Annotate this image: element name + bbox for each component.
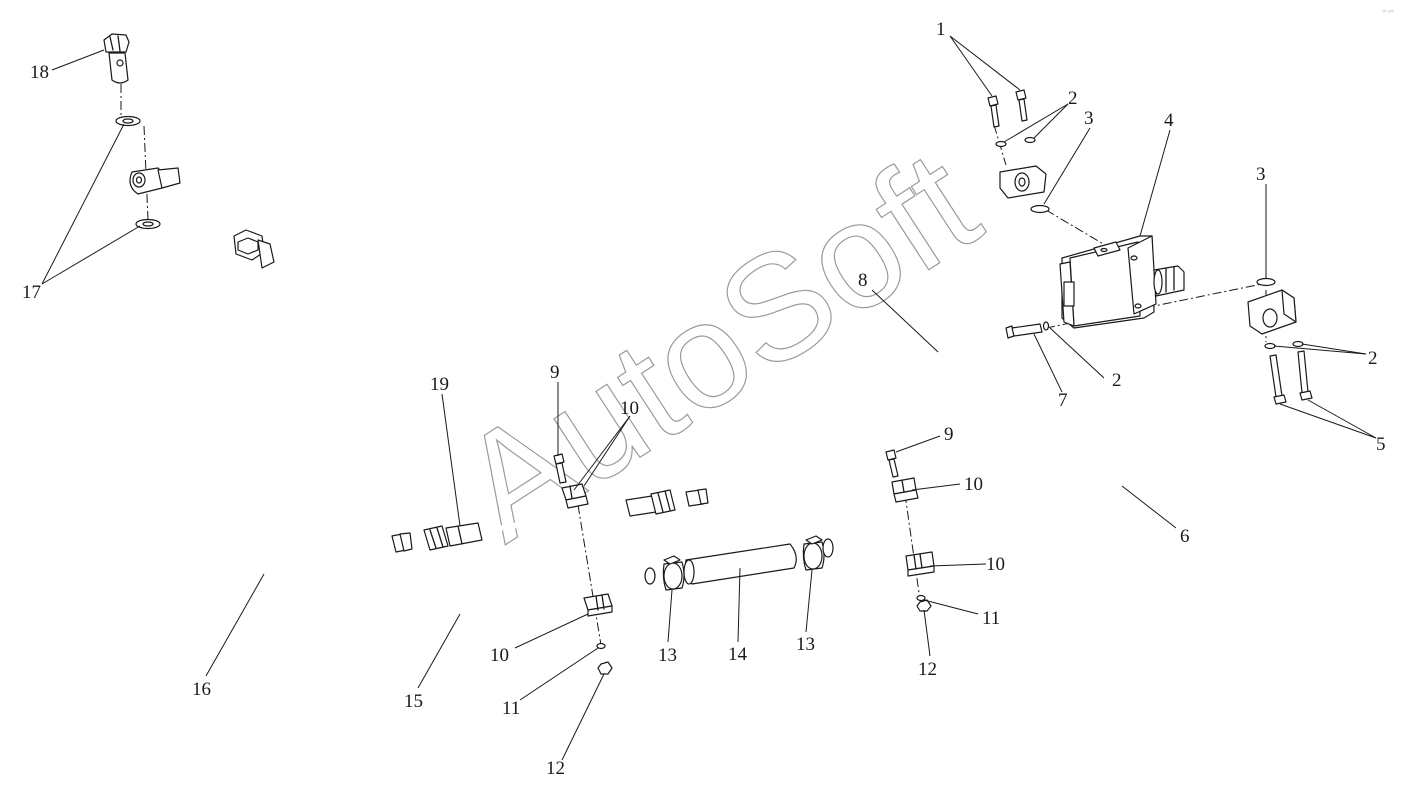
washer-2-top-left	[995, 140, 1007, 148]
callout-10: 10	[490, 645, 509, 666]
bolt-1-right	[1015, 89, 1028, 122]
sealing-washer-17-bottom	[135, 218, 161, 230]
callout-11: 11	[502, 698, 520, 719]
pipe-16-union	[391, 532, 413, 553]
callout-12: 12	[546, 758, 565, 779]
callout-10: 10	[964, 474, 983, 495]
callout-1: 1	[936, 19, 946, 40]
callout-9: 9	[944, 424, 954, 445]
pipe-6-end	[822, 538, 834, 558]
callout-8: 8	[858, 270, 868, 291]
hose-clamp-13-right	[802, 535, 825, 571]
callout-9: 9	[550, 362, 560, 383]
pipe-19-union	[685, 488, 709, 507]
washer-11-left	[596, 642, 606, 650]
nut-12-right	[916, 599, 932, 612]
pipe-15-end	[644, 567, 656, 585]
bolt-9-right	[885, 449, 899, 478]
washer-2-top-right	[1024, 136, 1036, 144]
washer-2-right-b	[1292, 340, 1304, 348]
clamp-block-10-lower-left	[583, 593, 613, 617]
callout-15: 15	[404, 691, 423, 712]
pipe-15	[247, 247, 653, 610]
callout-6: 6	[1180, 526, 1190, 547]
nut-12-left	[597, 661, 613, 675]
callout-5: 5	[1376, 434, 1386, 455]
autosoft-watermark: AutoSoft	[431, 118, 1005, 572]
clamp-block-10-upper-right	[891, 477, 919, 503]
flange-block	[999, 165, 1047, 199]
hose-clamp-13-left	[662, 555, 685, 591]
pipe-6	[817, 315, 1275, 550]
corner-mark: ¹⁰ ᵒᵐ	[1382, 9, 1394, 16]
callout-7: 7	[1058, 390, 1068, 411]
callout-labels: 1 2 2 2 3 3 4 5 6 7 8 9 9 10 10 10 10 11…	[22, 19, 1386, 779]
callout-18: 18	[30, 62, 49, 83]
hose-ferrule-19-right	[625, 495, 657, 517]
callout-3: 3	[1084, 108, 1094, 129]
bolt-5-left	[1269, 354, 1287, 405]
banjo-bolt-18	[103, 33, 130, 84]
bolt-5-right	[1297, 350, 1313, 401]
washer-2-right-a	[1264, 342, 1276, 350]
o-ring-3-top	[1030, 204, 1050, 214]
bolt-9-left	[553, 453, 567, 484]
bolt-7	[1005, 323, 1043, 339]
callout-3: 3	[1256, 164, 1266, 185]
pipe-16	[137, 175, 403, 577]
flange-block-right	[1247, 289, 1297, 335]
callout-10: 10	[620, 398, 639, 419]
callout-19: 19	[430, 374, 449, 395]
washer-11-right	[916, 594, 926, 602]
hose-14	[683, 543, 797, 585]
callout-13: 13	[658, 645, 677, 666]
callout-10: 10	[986, 554, 1005, 575]
callout-16: 16	[192, 679, 211, 700]
o-ring-3-right	[1256, 277, 1276, 287]
bolt-1-left	[987, 95, 1000, 128]
washer-2-pump	[1042, 321, 1050, 331]
callout-12: 12	[918, 659, 937, 680]
callout-2: 2	[1112, 370, 1122, 391]
callout-13: 13	[796, 634, 815, 655]
hex-nut-fitting-15-top	[233, 229, 275, 269]
callout-14: 14	[728, 644, 748, 665]
hose-nut-19-right	[650, 489, 676, 515]
hose-nut-19-left	[423, 525, 449, 551]
callout-17: 17	[22, 282, 41, 303]
clamp-block-10-lower-right	[905, 551, 935, 577]
callout-2: 2	[1368, 348, 1378, 369]
hose-ferrule-19	[445, 522, 483, 547]
sealing-washer-17-top	[115, 115, 141, 127]
callout-2: 2	[1068, 88, 1078, 109]
callout-11: 11	[982, 608, 1000, 629]
banjo-fitting	[129, 167, 181, 195]
clamp-block-10-upper-left	[561, 483, 589, 509]
hydraulic-pump-4	[1059, 235, 1185, 329]
callout-4: 4	[1164, 110, 1174, 131]
leader-lines	[41, 35, 1377, 761]
